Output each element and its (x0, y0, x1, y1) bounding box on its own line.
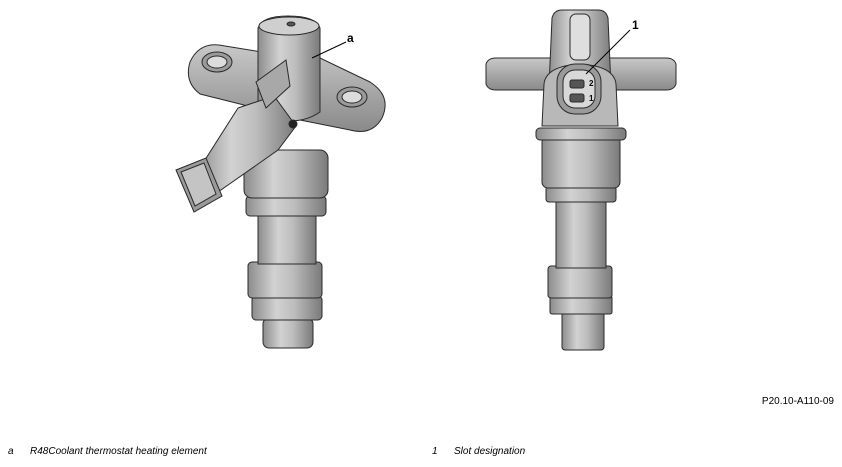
callout-1: 1 (632, 18, 639, 32)
legend-item: a R48Coolant thermostat heating element (8, 446, 207, 457)
legend-key: a (8, 446, 14, 457)
callout-a: a (347, 31, 354, 45)
pin-2-label: 2 (589, 79, 594, 88)
figure-code: P20.10-A110-09 (761, 396, 834, 407)
legend-text: R48Coolant thermostat heating element (30, 446, 207, 457)
heating-element-perspective-view (175, 15, 386, 349)
legend-item: 1 Slot designation (432, 446, 525, 457)
legend-key: 1 (432, 446, 438, 457)
pin-1-label: 1 (589, 94, 594, 103)
heating-element-front-view (485, 9, 677, 351)
legend-text: Slot designation (454, 446, 526, 457)
